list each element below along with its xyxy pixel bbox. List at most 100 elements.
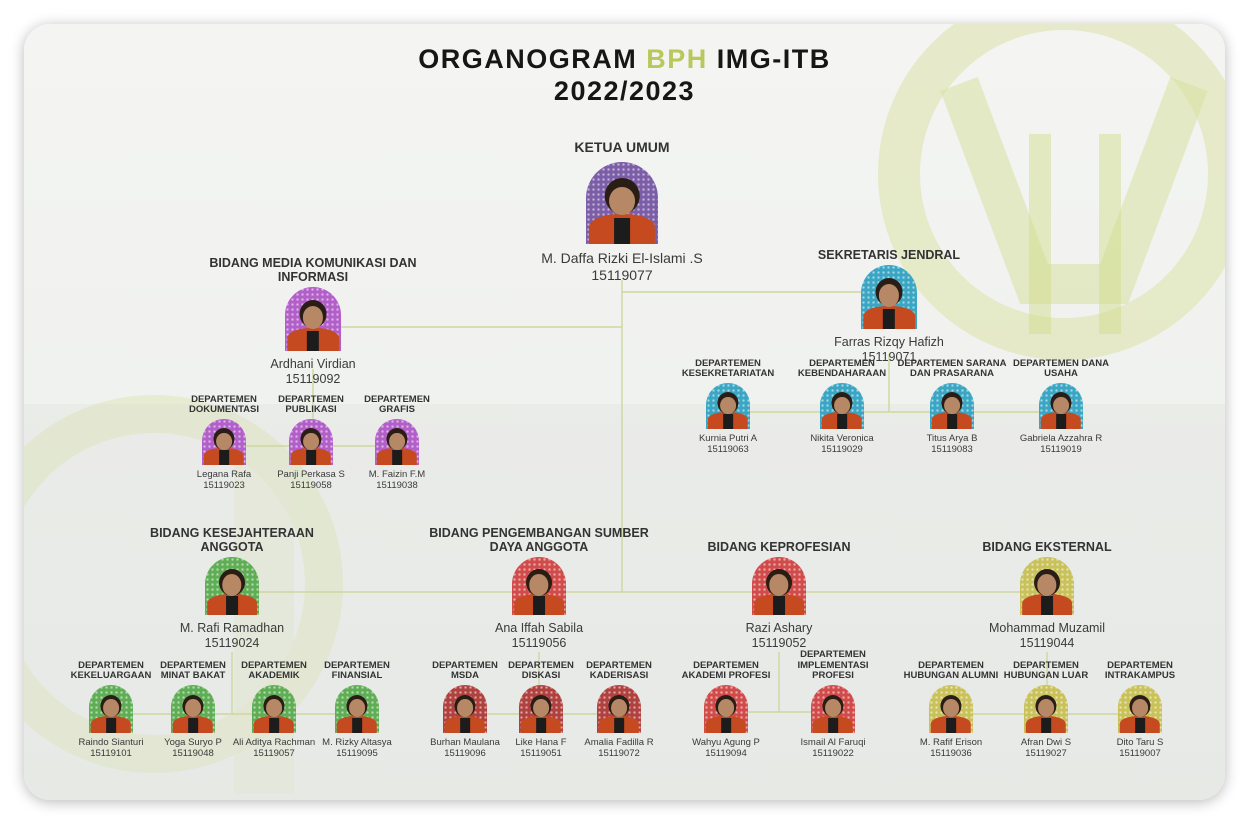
member-photo (519, 685, 563, 733)
member-nim: 15119072 (598, 748, 640, 759)
member-nim: 15119048 (172, 748, 214, 759)
member-photo (171, 685, 215, 733)
member-photo (443, 685, 487, 733)
member-photo (811, 685, 855, 733)
position-title: DEPARTEMEN KEBENDAHARAAN (797, 357, 887, 380)
member-photo (704, 685, 748, 733)
member-name: Razi Ashary (745, 621, 813, 635)
member-name: M. Rizky Altasya (322, 737, 392, 748)
member-name: Mohammad Muzamil (988, 621, 1105, 635)
org-node-imp: DEPARTEMEN IMPLEMENTASI PROFESI Ismail Al… (778, 649, 888, 759)
position-title: DEPARTEMEN INTRAKAMPUS (1104, 659, 1176, 682)
member-photo (285, 287, 341, 351)
member-nim: 15119052 (751, 636, 807, 650)
member-name: Afran Dwi S (1020, 737, 1072, 748)
member-photo (1118, 685, 1162, 733)
member-nim: 15119057 (253, 748, 295, 759)
position-title: DEPARTEMEN GRAFIS (364, 393, 430, 416)
position-title: DEPARTEMEN DISKASI (508, 659, 574, 682)
position-title: KETUA UMUM (574, 139, 670, 156)
member-nim: 15119071 (861, 350, 917, 364)
organogram-card: ORGANOGRAM BPH IMG-ITB 2022/2023 KETUA U… (24, 24, 1225, 800)
position-title: DEPARTEMEN HUBUNGAN LUAR (1003, 659, 1089, 682)
member-photo (1020, 557, 1074, 615)
member-name: Like Hana F (515, 737, 567, 748)
title-part-2: IMG-ITB (707, 44, 831, 74)
member-nim: 15119023 (203, 480, 245, 491)
member-nim: 15119063 (707, 444, 749, 455)
member-name: Gabriela Azzahra R (1019, 433, 1103, 444)
position-title: DEPARTEMEN FINANSIAL (324, 659, 390, 682)
member-photo (512, 557, 566, 615)
position-title: BIDANG PENGEMBANGAN SUMBER DAYA ANGGOTA (429, 526, 649, 554)
position-title: DEPARTEMEN KESEKRETARIATAN (681, 357, 775, 380)
position-title: DEPARTEMEN PUBLIKASI (278, 393, 344, 416)
member-photo (929, 685, 973, 733)
member-nim: 15119007 (1119, 748, 1161, 759)
position-title: BIDANG MEDIA KOMUNIKASI DAN INFORMASI (209, 256, 417, 284)
member-nim: 15119077 (591, 267, 653, 283)
member-name: Ismail Al Faruqi (800, 737, 866, 748)
member-name: Titus Arya B (926, 433, 978, 444)
member-nim: 15119027 (1025, 748, 1067, 759)
member-photo (289, 419, 333, 465)
position-title: DEPARTEMEN MSDA (432, 659, 498, 682)
org-node-medkom: BIDANG MEDIA KOMUNIKASI DAN INFORMASI Ard… (203, 254, 423, 386)
org-node-kes: DEPARTEMEN KESEKRETARIATAN Kurnia Putri A… (678, 354, 778, 455)
member-nim: 15119024 (204, 636, 260, 650)
title-accent: BPH (646, 44, 708, 74)
member-photo (89, 685, 133, 733)
member-photo (375, 419, 419, 465)
member-nim: 15119019 (1040, 444, 1082, 455)
member-nim: 15119094 (705, 748, 747, 759)
member-nim: 15119058 (290, 480, 332, 491)
position-title: DEPARTEMEN KADERISASI (586, 659, 652, 682)
chart-title: ORGANOGRAM BPH IMG-ITB (24, 44, 1225, 75)
member-name: Ana Iffah Sabila (494, 621, 584, 635)
member-photo (930, 383, 974, 429)
position-title: SEKRETARIS JENDRAL (817, 248, 961, 262)
member-nim: 15119022 (812, 748, 854, 759)
position-title: DEPARTEMEN IMPLEMENTASI PROFESI (797, 649, 869, 682)
member-photo (861, 265, 917, 329)
position-title: DEPARTEMEN SARANA DAN PRASARANA (897, 357, 1007, 380)
member-name: Amalia Fadilla R (584, 737, 654, 748)
member-photo (752, 557, 806, 615)
member-nim: 15119036 (930, 748, 972, 759)
position-title: DEPARTEMEN AKADEMI PROFESI (681, 659, 771, 682)
member-nim: 15119056 (511, 636, 567, 650)
member-nim: 15119092 (285, 372, 341, 386)
member-photo (1039, 383, 1083, 429)
member-nim: 15119038 (376, 480, 418, 491)
member-name: Ali Aditya Rachman (232, 737, 316, 748)
member-name: Kurnia Putri A (698, 433, 758, 444)
member-name: Nikita Veronica (810, 433, 874, 444)
member-name: Ardhani Virdian (270, 357, 356, 371)
position-title: DEPARTEMEN HUBUNGAN ALUMNI (903, 659, 999, 682)
position-title: DEPARTEMEN MINAT BAKAT (160, 659, 226, 682)
org-node-sar: DEPARTEMEN SARANA DAN PRASARANA Titus Ary… (890, 354, 1014, 455)
member-name: Legana Rafa (196, 469, 252, 480)
position-title: DEPARTEMEN AKADEMIK (241, 659, 307, 682)
position-title: DEPARTEMEN DOKUMENTASI (188, 393, 260, 416)
member-name: Wahyu Agung P (692, 737, 760, 748)
chart-year: 2022/2023 (553, 76, 696, 106)
position-title: DEPARTEMEN DANA USAHA (1013, 357, 1109, 380)
member-name: M. Faizin F.M (368, 469, 426, 480)
member-nim: 15119029 (821, 444, 863, 455)
member-nim: 15119044 (1019, 636, 1075, 650)
